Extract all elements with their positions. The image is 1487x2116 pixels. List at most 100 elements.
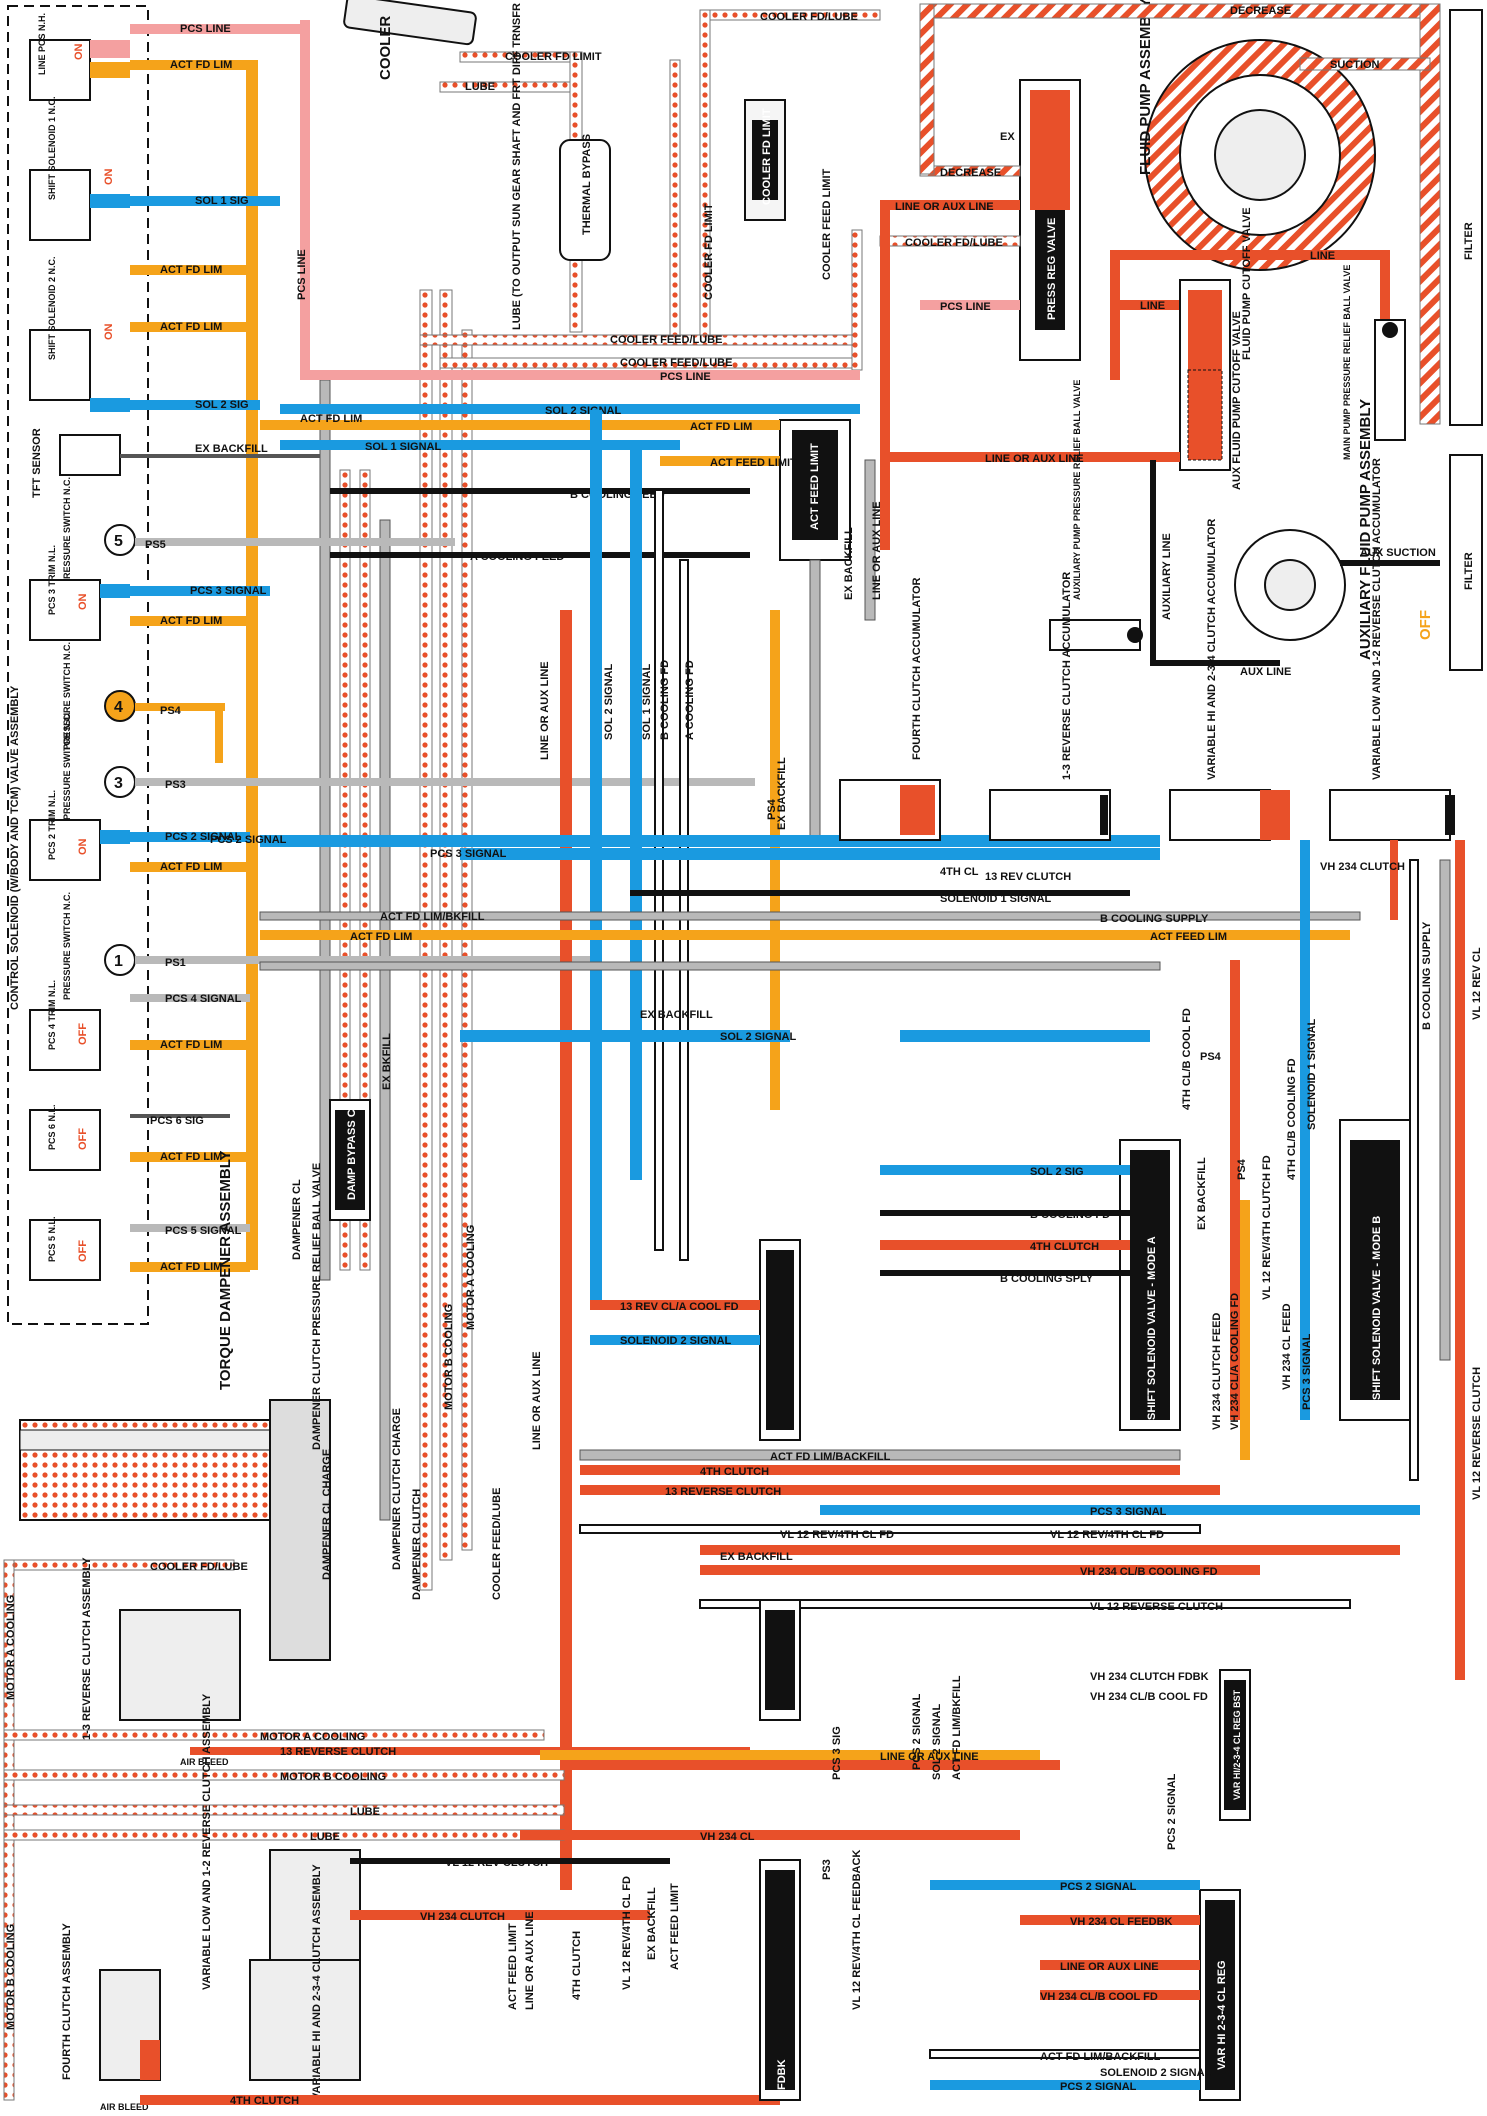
svg-text:PCS 6 SIG: PCS 6 SIG — [150, 1115, 204, 1127]
svg-text:PCS 2 SIGNAL: PCS 2 SIGNAL — [1060, 1881, 1137, 1893]
pressure-switch-1: 1 PRESSURE SWITCH N.C. PS1 — [62, 892, 595, 1000]
svg-text:FILTER: FILTER — [1463, 222, 1475, 260]
act-feed-lines: ACT FD LIM ACT FEED LIMIT SOL 2 SIGNAL A… — [260, 404, 883, 841]
svg-text:4: 4 — [114, 699, 123, 716]
svg-text:PCS 2 TRIM N.L.: PCS 2 TRIM N.L. — [47, 790, 57, 860]
svg-text:FDBK: FDBK — [776, 2059, 788, 2090]
svg-text:LINE OR AUX LINE: LINE OR AUX LINE — [880, 1751, 979, 1763]
rev13-clutch-line — [190, 1747, 750, 1755]
svg-text:VH 234 CLUTCH: VH 234 CLUTCH — [1320, 861, 1405, 873]
svg-text:ACT FD LIM/BKFILL: ACT FD LIM/BKFILL — [951, 1675, 963, 1780]
dampener-cl-charge-label: DAMPENER CL CHARGE — [321, 1449, 333, 1580]
lube-note: LUBE (TO OUTPUT SUN GEAR SHAFT AND FRT D… — [511, 0, 523, 330]
svg-text:B COOLING FEED: B COOLING FEED — [570, 489, 665, 501]
solenoid-pcs-line[interactable]: LINE PCS N.H. ON PCS LINE ACT FD LIM — [29, 13, 300, 101]
svg-text:PS5: PS5 — [145, 539, 166, 551]
svg-text:B COOLING FD: B COOLING FD — [1030, 1209, 1110, 1221]
pcs-line-v-label: PCS LINE — [296, 249, 308, 300]
svg-text:EX BACKFILL: EX BACKFILL — [776, 757, 788, 830]
solenoid-panel-title: CONTROL SOLENOID (W/BODY AND TCM) VALVE … — [9, 685, 21, 1010]
lower-left-lines: COOLER FD/LUBE MOTOR A COOLING MOTOR B C… — [3, 1559, 565, 2101]
solenoid-pcs4-trim[interactable]: PCS 4 TRIM N.L. OFF PCS 4 SIGNAL ACT FD … — [29, 980, 250, 1071]
svg-text:VARIABLE LOW AND 1-2 REVERSE C: VARIABLE LOW AND 1-2 REVERSE CLUTCH ACCU… — [1371, 458, 1383, 780]
svg-text:1-3 REVERSE CLUTCH ASSEMBLY: 1-3 REVERSE CLUTCH ASSEMBLY — [81, 1557, 93, 1740]
svg-text:VL 12 REV/4TH CL FD: VL 12 REV/4TH CL FD — [621, 1876, 633, 1990]
svg-text:ACT FD LIM: ACT FD LIM — [160, 861, 222, 873]
svg-text:4TH CL: 4TH CL — [940, 866, 979, 878]
svg-text:ACT FD LIM/BACKFILL: ACT FD LIM/BACKFILL — [770, 1451, 891, 1463]
svg-text:1-3 REVERSE CLUTCH ACCUMULATOR: 1-3 REVERSE CLUTCH ACCUMULATOR — [1061, 572, 1073, 780]
svg-text:ACT FD LIM: ACT FD LIM — [160, 321, 222, 333]
svg-text:ON: ON — [103, 323, 115, 340]
svg-text:FOURTH CLUTCH ACCUMULATOR: FOURTH CLUTCH ACCUMULATOR — [911, 577, 923, 760]
svg-text:4TH CLUTCH: 4TH CLUTCH — [571, 1931, 583, 2000]
solenoid-pcs6[interactable]: PCS 6 N.L. OFF PCS 6 SIG ACT FD LIM — [29, 1104, 250, 1171]
torque-dampener: TORQUE DAMPENER ASSEMBLY DAMPENER CLUTCH… — [19, 1151, 331, 1661]
svg-text:VARIABLE HI AND 2-3-4 CLUTCH A: VARIABLE HI AND 2-3-4 CLUTCH ASSEMBLY — [311, 1864, 323, 2100]
svg-text:PCS LINE: PCS LINE — [180, 23, 231, 35]
svg-text:PS3: PS3 — [821, 1859, 833, 1880]
svg-text:AUX FLUID PUMP CUTOFF VALVE: AUX FLUID PUMP CUTOFF VALVE — [1231, 311, 1243, 490]
svg-text:AIR BLEED: AIR BLEED — [100, 2102, 149, 2112]
vl12-rev4th-reg-valve: FDBK — [759, 1859, 801, 2101]
solenoid-shift-1[interactable]: SHIFT SOLENOID 1 N.C. ON SOL 1 SIG ACT F… — [29, 96, 280, 276]
svg-text:SOL 2 SIG: SOL 2 SIG — [1030, 1166, 1084, 1178]
fourth-clutch-accumulator: FOURTH CLUTCH ACCUMULATOR 4TH CL — [839, 577, 979, 878]
svg-text:4TH CL/B COOLING FD: 4TH CL/B COOLING FD — [1286, 1058, 1298, 1180]
svg-text:VH 234 CL/B COOL FD: VH 234 CL/B COOL FD — [1090, 1691, 1208, 1703]
right-vertical-lines: B COOLING SUPPLY VL 12 REV CL VL 12 REVE… — [1300, 840, 1483, 1680]
svg-text:MOTOR A COOLING: MOTOR A COOLING — [260, 1731, 365, 1743]
svg-text:B COOLING SUPPLY: B COOLING SUPPLY — [1100, 913, 1209, 925]
svg-text:AUXILIARY LINE: AUXILIARY LINE — [1161, 533, 1173, 620]
svg-text:VARIABLE LOW AND 1-2 REVERSE C: VARIABLE LOW AND 1-2 REVERSE CLUTCH ASSE… — [201, 1693, 213, 1990]
svg-text:PCS 3 SIG: PCS 3 SIG — [831, 1726, 843, 1780]
svg-text:VH 234 CL: VH 234 CL — [700, 1831, 755, 1843]
svg-text:4TH CLUTCH: 4TH CLUTCH — [700, 1466, 769, 1478]
line-or-aux-label: LINE OR AUX LINE — [985, 453, 1084, 465]
svg-text:PCS 2 SIGNAL: PCS 2 SIGNAL — [210, 834, 287, 846]
rev13-accumulator: 1-3 REVERSE CLUTCH ACCUMULATOR — [989, 572, 1111, 841]
svg-text:LINE OR AUX LINE: LINE OR AUX LINE — [895, 201, 994, 213]
svg-text:PRESSURE SWITCH N.C.: PRESSURE SWITCH N.C. — [62, 892, 72, 1000]
svg-text:PS1: PS1 — [165, 957, 186, 969]
cooler-lines-top: COOLER FD LIMIT LUBE COOLER FD/LUBE COOL… — [419, 9, 881, 371]
svg-text:ACT FEED LIMIT: ACT FEED LIMIT — [809, 443, 821, 530]
svg-text:VARIABLE HI AND 2-3-4 CLUTCH A: VARIABLE HI AND 2-3-4 CLUTCH ACCUMULATOR — [1206, 519, 1218, 780]
svg-text:SHIFT SOLENOID 2 N.C.: SHIFT SOLENOID 2 N.C. — [47, 256, 57, 360]
svg-text:COOLER FEED/LUBE: COOLER FEED/LUBE — [620, 357, 732, 369]
aux-pump-relief: AUXILIARY PUMP PRESSURE RELIEF BALL VALV… — [1049, 380, 1143, 651]
solenoid-pcs5[interactable]: PCS 5 N.L. OFF PCS 5 SIGNAL ACT FD LIM — [29, 1216, 250, 1281]
svg-text:ON: ON — [73, 43, 85, 60]
svg-text:COOLER FD/LUBE: COOLER FD/LUBE — [905, 237, 1003, 249]
svg-text:AUX SUCTION: AUX SUCTION — [1360, 547, 1436, 559]
svg-text:COOLER FD LIMIT: COOLER FD LIMIT — [505, 51, 602, 63]
solenoid-pcs3-trim[interactable]: PCS 3 TRIM N.L. ON PCS 3 SIGNAL ACT FD L… — [29, 545, 270, 641]
solenoid-pcs2-trim[interactable]: PCS 2 TRIM N.L. ON PCS 2 SIGNAL ACT FD L… — [29, 790, 250, 881]
lower-right-lines: LINE OR AUX LINE VH 234 CL PCS 2 SIGNAL … — [520, 1051, 1222, 2093]
dampener-clutch-label: DAMPENER CLUTCH — [411, 1489, 423, 1600]
svg-text:VL 12 REV/4TH CL FD: VL 12 REV/4TH CL FD — [780, 1529, 894, 1541]
fluid-pump-cutoff-valve: FLUID PUMP CUTOFF VALVE AUX FLUID PUMP C… — [1179, 207, 1253, 490]
svg-text:ACT FD LIM: ACT FD LIM — [350, 931, 412, 943]
svg-text:COOLER FD LIMIT: COOLER FD LIMIT — [761, 108, 773, 205]
svg-text:PCS 2 SIGNAL: PCS 2 SIGNAL — [1060, 2081, 1137, 2093]
mode-valve-lines: SOL 2 SIG 4TH CLUTCH B COOLING FD B COOL… — [880, 960, 1298, 1460]
svg-text:LINE OR AUX LINE: LINE OR AUX LINE — [524, 1911, 536, 2010]
svg-text:SHIFT SOLENOID VALVE - MODE A: SHIFT SOLENOID VALVE - MODE A — [1146, 1236, 1158, 1420]
svg-text:ACT FD LIM/BACKFILL: ACT FD LIM/BACKFILL — [1040, 2051, 1161, 2063]
var-hi-234-bst-valve: VAR HI/2-3-4 CL REG BST — [1219, 1669, 1251, 1821]
svg-text:PCS 2 SIGNAL: PCS 2 SIGNAL — [165, 831, 242, 843]
pump-line: LINE LINE — [1110, 250, 1390, 380]
svg-text:PS4: PS4 — [1200, 1051, 1222, 1063]
shift-solenoid-valve-a: SHIFT SOLENOID VALVE - MODE A — [1119, 1139, 1181, 1431]
svg-text:COOLER FEED/LUBE: COOLER FEED/LUBE — [610, 334, 722, 346]
svg-text:ON: ON — [77, 593, 89, 610]
svg-text:EX: EX — [1000, 131, 1015, 143]
aux-fluid-pump: AUXILIARY FLUID PUMP ASSEMBLY OFF — [1234, 399, 1434, 660]
pressure-switch-5: 5 PRESSURE SWITCH N.C. PS5 — [62, 477, 455, 585]
solenoid-shift-2[interactable]: SHIFT SOLENOID 2 N.C. ON SOL 2 SIG ACT F… — [29, 256, 260, 412]
svg-text:DECREASE: DECREASE — [940, 167, 1001, 179]
svg-text:TORQUE DAMPENER ASSEMBLY: TORQUE DAMPENER ASSEMBLY — [217, 1151, 234, 1390]
svg-text:PCS 2 SIGNAL: PCS 2 SIGNAL — [1166, 1773, 1178, 1850]
